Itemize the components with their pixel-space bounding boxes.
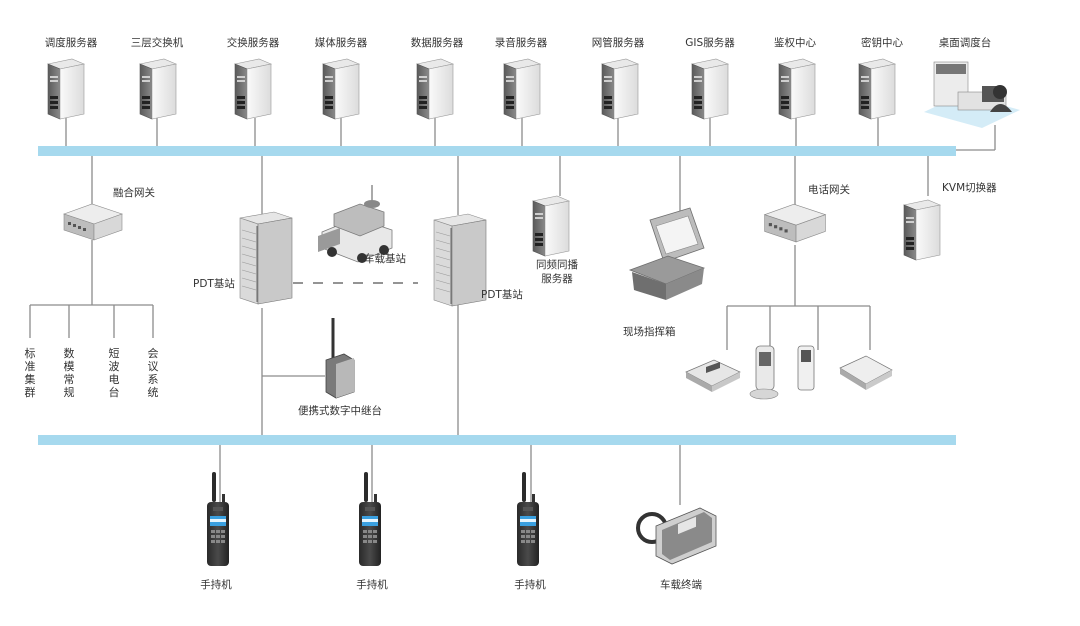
server-icon	[858, 58, 896, 120]
rack-icon	[433, 213, 487, 307]
vehicle-icon	[318, 185, 393, 263]
server-label-media: 媒体服务器	[314, 37, 368, 49]
server-icon	[503, 58, 541, 120]
briefcase-icon	[628, 207, 706, 300]
endpoint-label-shortwave: 短波电台	[108, 347, 120, 399]
server-icon	[47, 58, 85, 120]
phone-icon	[685, 359, 741, 392]
server-label-recording: 录音服务器	[494, 37, 548, 49]
router-icon	[63, 203, 123, 241]
terminal-label-vehicle: 车载终端	[660, 579, 702, 591]
fusion-gateway-label: 融合网关	[113, 187, 155, 199]
endpoint-label-conference: 会议系统	[147, 347, 159, 399]
server-label-netmgmt: 网管服务器	[591, 37, 645, 49]
vehicle-station-label: 车载基站	[364, 253, 406, 265]
simulcast-server-label: 同频同播 服务器	[536, 259, 578, 285]
terminal-label-handheld-1: 手持机	[200, 579, 232, 591]
radio-icon	[325, 318, 355, 399]
core-network-bus	[38, 146, 956, 156]
pdt-station-right-label: PDT基站	[481, 289, 523, 301]
phone-icon	[839, 355, 893, 390]
server-label-gis: GIS服务器	[685, 37, 735, 49]
server-icon	[322, 58, 360, 120]
devices-layer	[47, 58, 1020, 566]
server-icon	[903, 199, 941, 261]
field-command-box-label: 现场指挥箱	[623, 326, 676, 338]
server-label-key: 密钥中心	[861, 37, 903, 49]
server-icon	[532, 195, 570, 257]
terminal-label-handheld-2: 手持机	[356, 579, 388, 591]
endpoint-label-standard-trunk: 标准集群	[24, 347, 36, 399]
radio-icon	[359, 472, 381, 566]
access-network-bus	[38, 435, 956, 445]
radio-icon	[207, 472, 229, 566]
server-label-data: 数据服务器	[410, 37, 464, 49]
phone-icon	[797, 345, 815, 391]
phone-icon	[749, 345, 779, 400]
server-icon	[416, 58, 454, 120]
server-icon	[601, 58, 639, 120]
terminal-label-handheld-3: 手持机	[514, 579, 546, 591]
endpoint-label-digital-analog: 数模常规	[63, 347, 75, 399]
phone-gateway-label: 电话网关	[808, 184, 850, 196]
server-icon	[234, 58, 272, 120]
desktop-console-icon	[924, 61, 1020, 128]
rack-icon	[239, 211, 293, 305]
server-label-auth: 鉴权中心	[774, 37, 816, 49]
radio-icon	[517, 472, 539, 566]
pdt-station-left-label: PDT基站	[193, 278, 235, 290]
portable-repeater-label: 便携式数字中继台	[298, 405, 382, 417]
server-label-exchange: 交换服务器	[226, 37, 280, 49]
server-icon	[691, 58, 729, 120]
kvm-switch-label: KVM切换器	[942, 182, 997, 194]
network-buses	[38, 146, 956, 445]
server-label-l3-switch: 三层交换机	[130, 37, 184, 49]
server-icon	[778, 58, 816, 120]
connection-lines	[29, 118, 996, 508]
server-label-dispatch: 调度服务器	[44, 37, 98, 49]
switch-icon	[764, 203, 826, 243]
desk-console-label: 桌面调度台	[938, 37, 992, 49]
car-radio-icon	[636, 507, 717, 565]
server-icon	[139, 58, 177, 120]
